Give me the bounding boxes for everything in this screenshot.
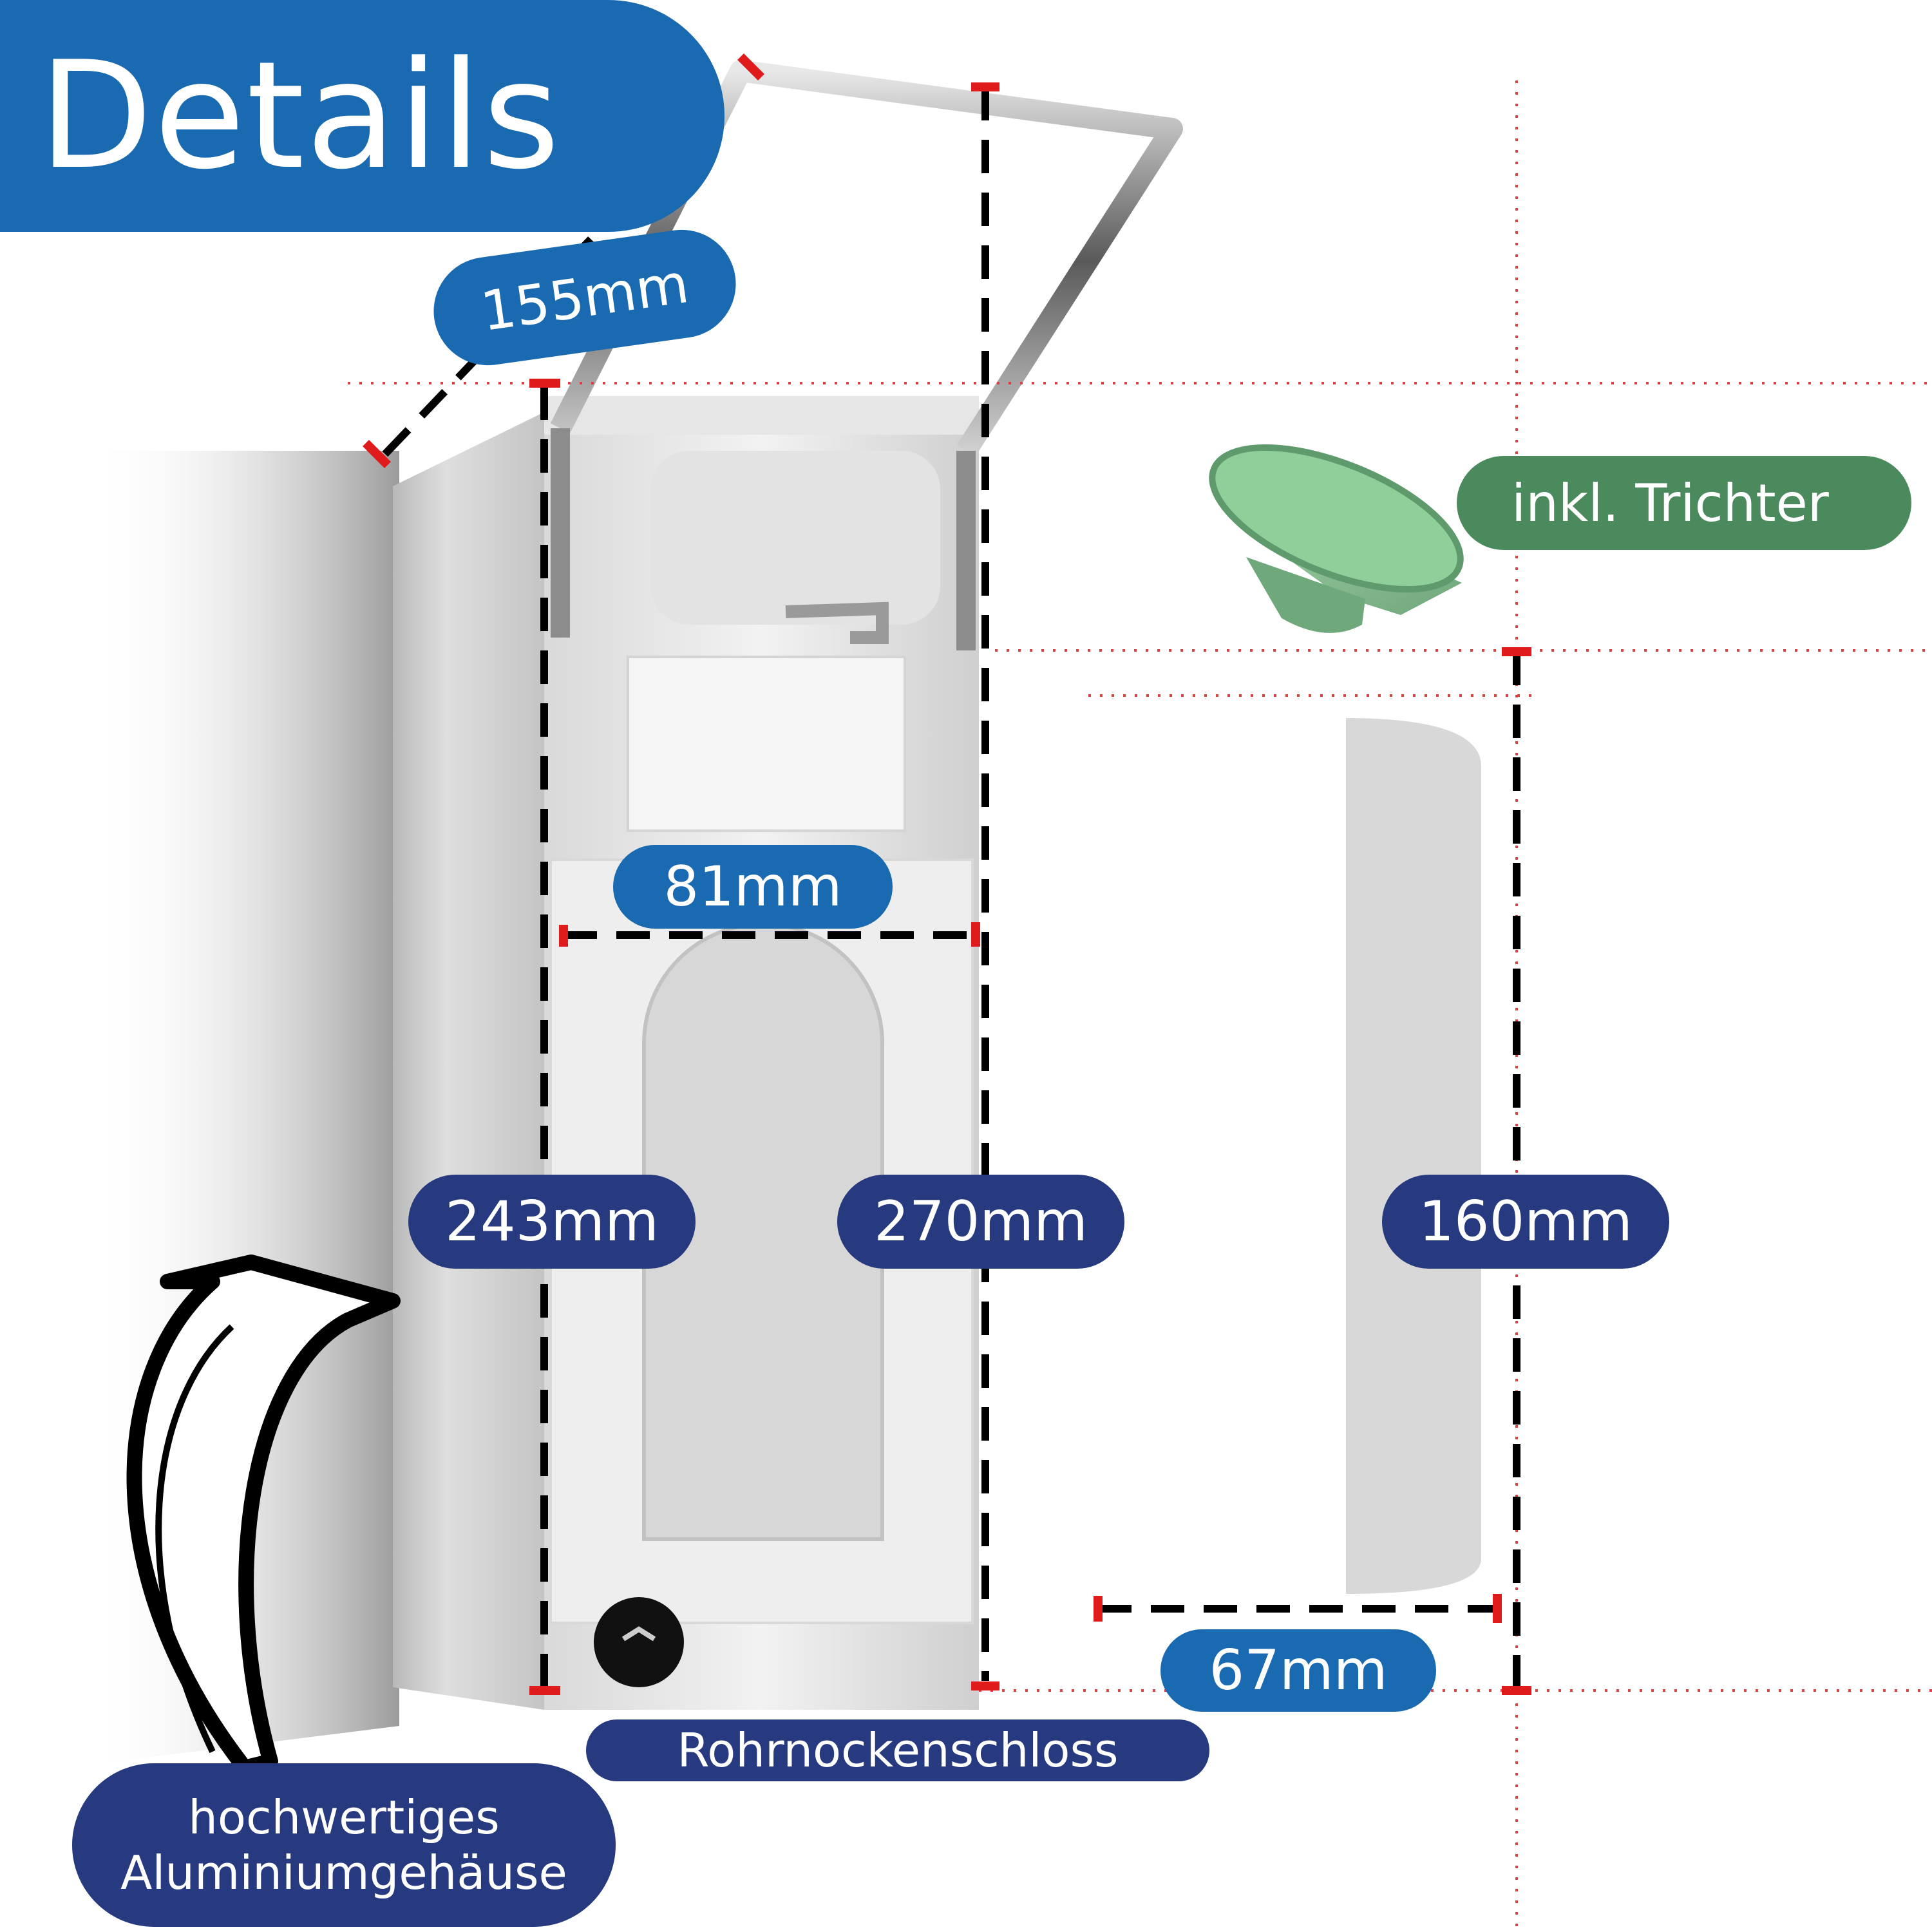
pump-nozzle <box>785 601 889 644</box>
dimension-markers <box>363 53 1531 1695</box>
dimension-badge-body-height: 243mm <box>408 1175 696 1269</box>
housing-badge: hochwertiges Aluminiumgehäuse <box>72 1763 616 1927</box>
cam-lock <box>594 1597 684 1687</box>
dimension-badge-side-depth: 67mm <box>1160 1629 1436 1712</box>
side-view-housing <box>1346 718 1481 1594</box>
page-title: Details <box>0 0 724 232</box>
dispenser-top <box>544 396 979 435</box>
housing-badge-line-2: Aluminiumgehäuse <box>120 1846 567 1900</box>
funnel-icon <box>1209 444 1464 633</box>
lock-badge: Rohrnockenschloss <box>586 1719 1209 1781</box>
dimension-badge-front-width: 81mm <box>613 845 893 929</box>
dispenser-side-panel <box>393 412 544 1710</box>
dimension-badge-side-height: 160mm <box>1382 1175 1669 1269</box>
pump-head <box>650 451 940 625</box>
upper-panel <box>627 656 906 832</box>
funnel-badge: inkl. Trichter <box>1457 456 1911 550</box>
housing-badge-line-1: hochwertiges <box>188 1790 500 1844</box>
dimension-badge-total-height: 270mm <box>837 1175 1124 1269</box>
curved-arrow-icon <box>126 1255 401 1776</box>
cam-lock-key <box>621 1626 656 1642</box>
